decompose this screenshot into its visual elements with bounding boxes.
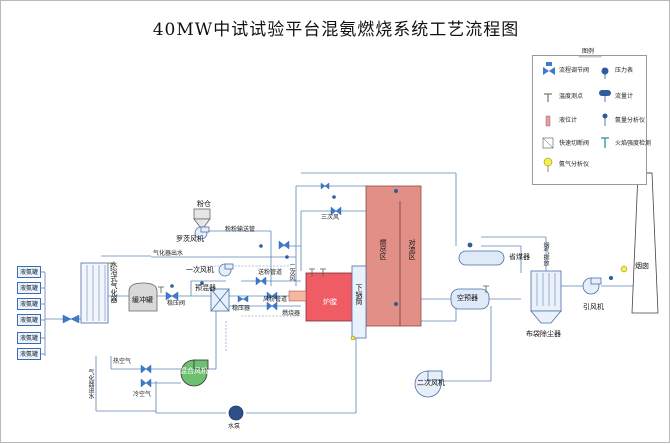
- legend-header: 图例: [582, 48, 595, 55]
- bag-filter-label: 布袋除尘器: [526, 330, 561, 338]
- page-title: 40MW中试试验平台混氨燃烧系统工艺流程图: [152, 20, 520, 40]
- ammonia-tank: 液氨罐: [17, 282, 41, 294]
- ammonia-tank: 液氨罐: [17, 298, 41, 310]
- air-preheater-shape: [450, 288, 490, 310]
- induced-fan-shape: [582, 277, 602, 295]
- mixing-fan-label: 混合风机: [180, 367, 208, 375]
- mixing-fan-shape: [180, 359, 209, 387]
- premixer-label: 预混器: [195, 284, 216, 292]
- air-preheater-label: 空预器: [457, 294, 478, 302]
- ammonia-tank: 液氨罐: [17, 266, 41, 278]
- legend-label-control-valve: 流程调节阀: [559, 67, 590, 74]
- regulator-label: 稳压阀: [167, 300, 186, 307]
- powder-bin-label: 粉仓: [197, 200, 211, 208]
- mill-fan-shape: [194, 226, 210, 240]
- premixer-shape: [210, 288, 230, 312]
- powder-pipe-label: 送粉管道: [258, 269, 283, 276]
- furnace-shape: [305, 272, 355, 322]
- primary-pipe-label: 粉粉输送管: [225, 226, 256, 233]
- ammonia-tank: 液氨罐: [17, 348, 41, 360]
- powder-bin-shape: [193, 208, 211, 228]
- convection-zone-label: 对流区: [408, 239, 416, 260]
- vaporizer-outlet-label: 气化器出水: [153, 250, 184, 257]
- mill-fan-label: 罗茨风机: [176, 235, 204, 243]
- secondary-fan-label: 二次风机: [417, 379, 445, 387]
- legend-label-ammonia-gas-analyzer: 氨气分析仪: [559, 161, 590, 168]
- legend-icons: [542, 56, 611, 172]
- stabilizer-label: 稳压器: [232, 305, 251, 312]
- secondary-fan-shape: [414, 370, 443, 398]
- vaporizer-shape: [80, 262, 109, 324]
- bag-filter-shape: [530, 270, 562, 324]
- economizer-label: 省煤器: [509, 253, 530, 261]
- downcomer-label: 下锅筒: [355, 284, 363, 305]
- pump-shape: [228, 405, 244, 421]
- economizer-shape: [458, 250, 505, 266]
- legend-panel: 图例 流程调节阀 压力表 温度测点 流量计 液位计 氨量分析仪 快速切断阀 火焰…: [532, 49, 651, 185]
- chimney-label: 烟囱: [635, 262, 649, 270]
- ammonia-tank: 液氨罐: [17, 332, 41, 344]
- hot-air-label: 热空气: [113, 358, 132, 365]
- vaporizer-inlet-label: 气化器进水: [87, 369, 94, 399]
- burner-label: 燃烧器: [282, 310, 301, 317]
- legend-label-temperature: 温度测点: [559, 93, 584, 100]
- legend-label-pressure-gauge: 压力表: [615, 67, 634, 74]
- legend-label-ammonia-analyzer: 氨量分析仪: [615, 117, 646, 124]
- legend-label-flame-detector: 火焰强度检测: [615, 140, 652, 147]
- tertiary-air-label: 三次风: [321, 214, 340, 221]
- downcomer-shape: [351, 265, 367, 339]
- ammonia-tank: 液氨罐: [17, 314, 41, 326]
- legend-label-level-gauge: 液位计: [559, 117, 578, 124]
- flue-gas-release-label: 烟气排放: [542, 242, 549, 266]
- legend-label-flow-meter: 流量计: [615, 93, 634, 100]
- air-box-label: 风粉管道: [263, 296, 288, 303]
- burnout-zone-label: 燃尽区: [379, 239, 387, 260]
- pump-label: 水泵: [228, 423, 241, 430]
- secondary-air-label: 二次风: [288, 263, 295, 281]
- chimney-shape: [631, 172, 659, 314]
- cold-air-label: 冷空气: [133, 391, 152, 398]
- primary-fan-shape: [218, 263, 234, 277]
- buffer-tank-label: 缓冲罐: [132, 296, 153, 304]
- vaporizer-label: 水浴式气化器: [110, 261, 118, 303]
- furnace-label: 炉膛: [323, 298, 337, 306]
- induced-fan-label: 引风机: [583, 303, 604, 311]
- legend-label-shutoff-valve: 快速切断阀: [559, 140, 590, 147]
- boiler-body: [365, 185, 422, 327]
- buffer-tank-shape: [128, 282, 158, 312]
- primary-fan-label: 一次风机: [186, 266, 214, 274]
